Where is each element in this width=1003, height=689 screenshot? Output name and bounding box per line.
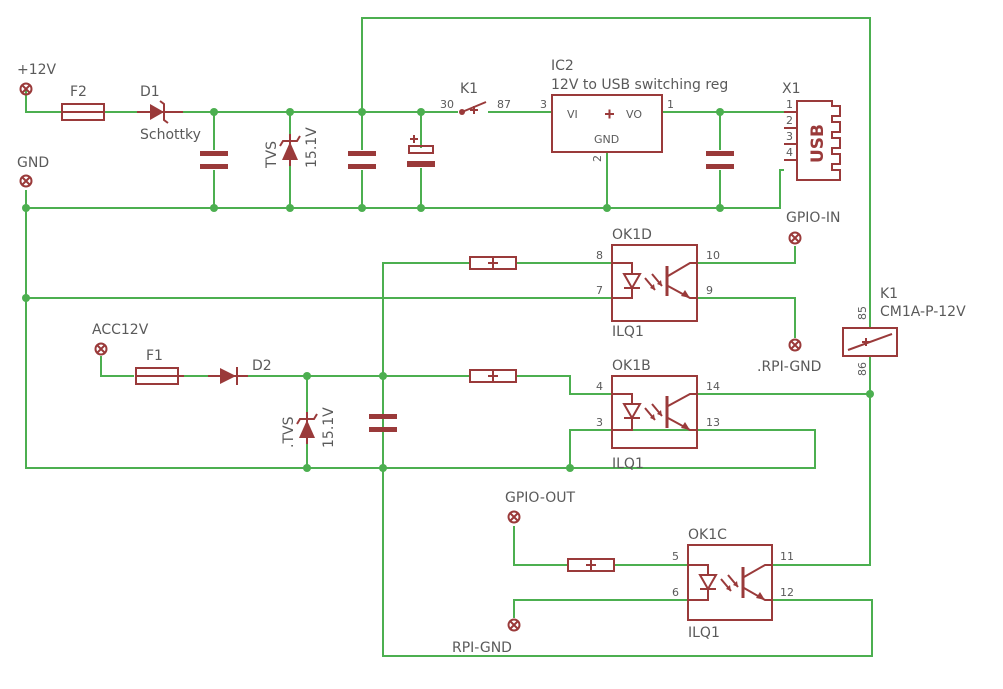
svg-text:F1: F1 bbox=[146, 348, 163, 364]
svg-text:13: 13 bbox=[706, 416, 720, 429]
terminal-rpi-gnd-1: .RPI-GND bbox=[757, 338, 821, 375]
svg-text:4: 4 bbox=[596, 380, 603, 393]
junctions bbox=[22, 108, 874, 472]
terminal-gpio-out: GPIO-OUT bbox=[505, 490, 576, 524]
svg-text:ILQ1: ILQ1 bbox=[612, 324, 644, 340]
svg-text:1: 1 bbox=[786, 98, 793, 111]
svg-text:GND: GND bbox=[17, 155, 49, 171]
svg-text:D2: D2 bbox=[252, 358, 272, 374]
fuse-f1: F1 bbox=[135, 348, 184, 385]
svg-text:GPIO-IN: GPIO-IN bbox=[786, 210, 840, 226]
svg-text:RPI-GND: RPI-GND bbox=[452, 640, 512, 656]
tvs-diode-1: TVS 15.1V bbox=[264, 127, 320, 169]
svg-text:9: 9 bbox=[706, 284, 713, 297]
svg-text:GPIO-OUT: GPIO-OUT bbox=[505, 490, 576, 506]
svg-text:85: 85 bbox=[856, 306, 869, 320]
svg-text:OK1B: OK1B bbox=[612, 358, 651, 374]
svg-text:15.1V: 15.1V bbox=[304, 127, 320, 168]
svg-text:8: 8 bbox=[596, 249, 603, 262]
svg-text:F2: F2 bbox=[70, 84, 87, 100]
svg-text:ACC12V: ACC12V bbox=[92, 322, 149, 338]
svg-text:15.1V: 15.1V bbox=[321, 407, 337, 448]
svg-text:14: 14 bbox=[706, 380, 720, 393]
svg-text:X1: X1 bbox=[782, 81, 801, 97]
svg-text:4: 4 bbox=[786, 146, 793, 159]
svg-text:+12V: +12V bbox=[17, 62, 57, 78]
svg-text:7: 7 bbox=[596, 284, 603, 297]
capacitor-electrolytic bbox=[407, 135, 435, 167]
svg-text:10: 10 bbox=[706, 249, 720, 262]
svg-text:CM1A-P-12V: CM1A-P-12V bbox=[880, 304, 966, 320]
svg-text:3: 3 bbox=[540, 98, 547, 111]
optocoupler-ok1c: OK1C ILQ1 5 6 11 12 bbox=[672, 527, 794, 641]
svg-text:VO: VO bbox=[626, 108, 642, 121]
svg-text:2: 2 bbox=[786, 114, 793, 127]
terminal-gnd: GND bbox=[17, 155, 49, 188]
svg-text:K1: K1 bbox=[880, 286, 898, 302]
svg-text:.TVS: .TVS bbox=[281, 416, 297, 448]
regulator-ic2: IC2 12V to USB switching reg VI VO GND 3… bbox=[540, 58, 728, 162]
svg-text:Schottky: Schottky bbox=[140, 127, 201, 143]
capacitor-c2 bbox=[348, 151, 376, 169]
svg-text:ILQ1: ILQ1 bbox=[688, 625, 720, 641]
svg-text:D1: D1 bbox=[140, 84, 160, 100]
relay-switch-k1: K1 30 87 bbox=[440, 81, 511, 115]
terminal-rpi-gnd-2: RPI-GND bbox=[452, 618, 521, 656]
capacitor-c5 bbox=[369, 414, 397, 432]
diode-d1-schottky: D1 Schottky bbox=[137, 84, 201, 143]
fuse-f2: F2 bbox=[61, 84, 105, 121]
svg-text:OK1D: OK1D bbox=[612, 227, 652, 243]
terminal-acc12v: ACC12V bbox=[92, 322, 149, 356]
resistor-r3 bbox=[567, 558, 615, 572]
svg-text:30: 30 bbox=[440, 98, 454, 111]
svg-text:6: 6 bbox=[672, 586, 679, 599]
optocoupler-ok1b: OK1B ILQ1 4 3 14 13 bbox=[596, 358, 720, 472]
svg-text:87: 87 bbox=[497, 98, 511, 111]
tvs-diode-2: .TVS 15.1V bbox=[281, 407, 337, 448]
capacitor-c4 bbox=[706, 151, 734, 169]
svg-text:3: 3 bbox=[786, 130, 793, 143]
svg-text:K1: K1 bbox=[460, 81, 478, 97]
diode-d2: D2 bbox=[208, 358, 272, 385]
relay-coil-k1: K1 CM1A-P-12V 85 86 bbox=[842, 286, 966, 376]
svg-text:ILQ1: ILQ1 bbox=[612, 456, 644, 472]
terminal-12v: +12V bbox=[17, 62, 57, 96]
capacitor-c1 bbox=[200, 151, 228, 169]
svg-text:USB: USB bbox=[808, 124, 828, 163]
svg-text:12: 12 bbox=[780, 586, 794, 599]
svg-text:.RPI-GND: .RPI-GND bbox=[757, 359, 821, 375]
resistor-r2 bbox=[469, 369, 517, 383]
optocoupler-ok1d: OK1D ILQ1 8 7 10 9 bbox=[596, 227, 720, 340]
svg-text:VI: VI bbox=[567, 108, 578, 121]
svg-text:12V to USB switching reg: 12V to USB switching reg bbox=[551, 77, 728, 93]
svg-text:86: 86 bbox=[856, 362, 869, 376]
resistor-r1 bbox=[469, 256, 517, 270]
svg-text:1: 1 bbox=[667, 98, 674, 111]
svg-text:GND: GND bbox=[594, 133, 619, 146]
terminal-gpio-in: GPIO-IN bbox=[786, 210, 840, 245]
svg-text:OK1C: OK1C bbox=[688, 527, 727, 543]
svg-text:TVS: TVS bbox=[264, 141, 280, 169]
svg-text:IC2: IC2 bbox=[551, 58, 574, 74]
svg-text:3: 3 bbox=[596, 416, 603, 429]
svg-text:11: 11 bbox=[780, 550, 794, 563]
usb-connector-x1: X1 1 2 3 4 USB bbox=[782, 81, 841, 181]
wires bbox=[25, 17, 873, 657]
svg-text:2: 2 bbox=[591, 155, 604, 162]
svg-text:5: 5 bbox=[672, 550, 679, 563]
